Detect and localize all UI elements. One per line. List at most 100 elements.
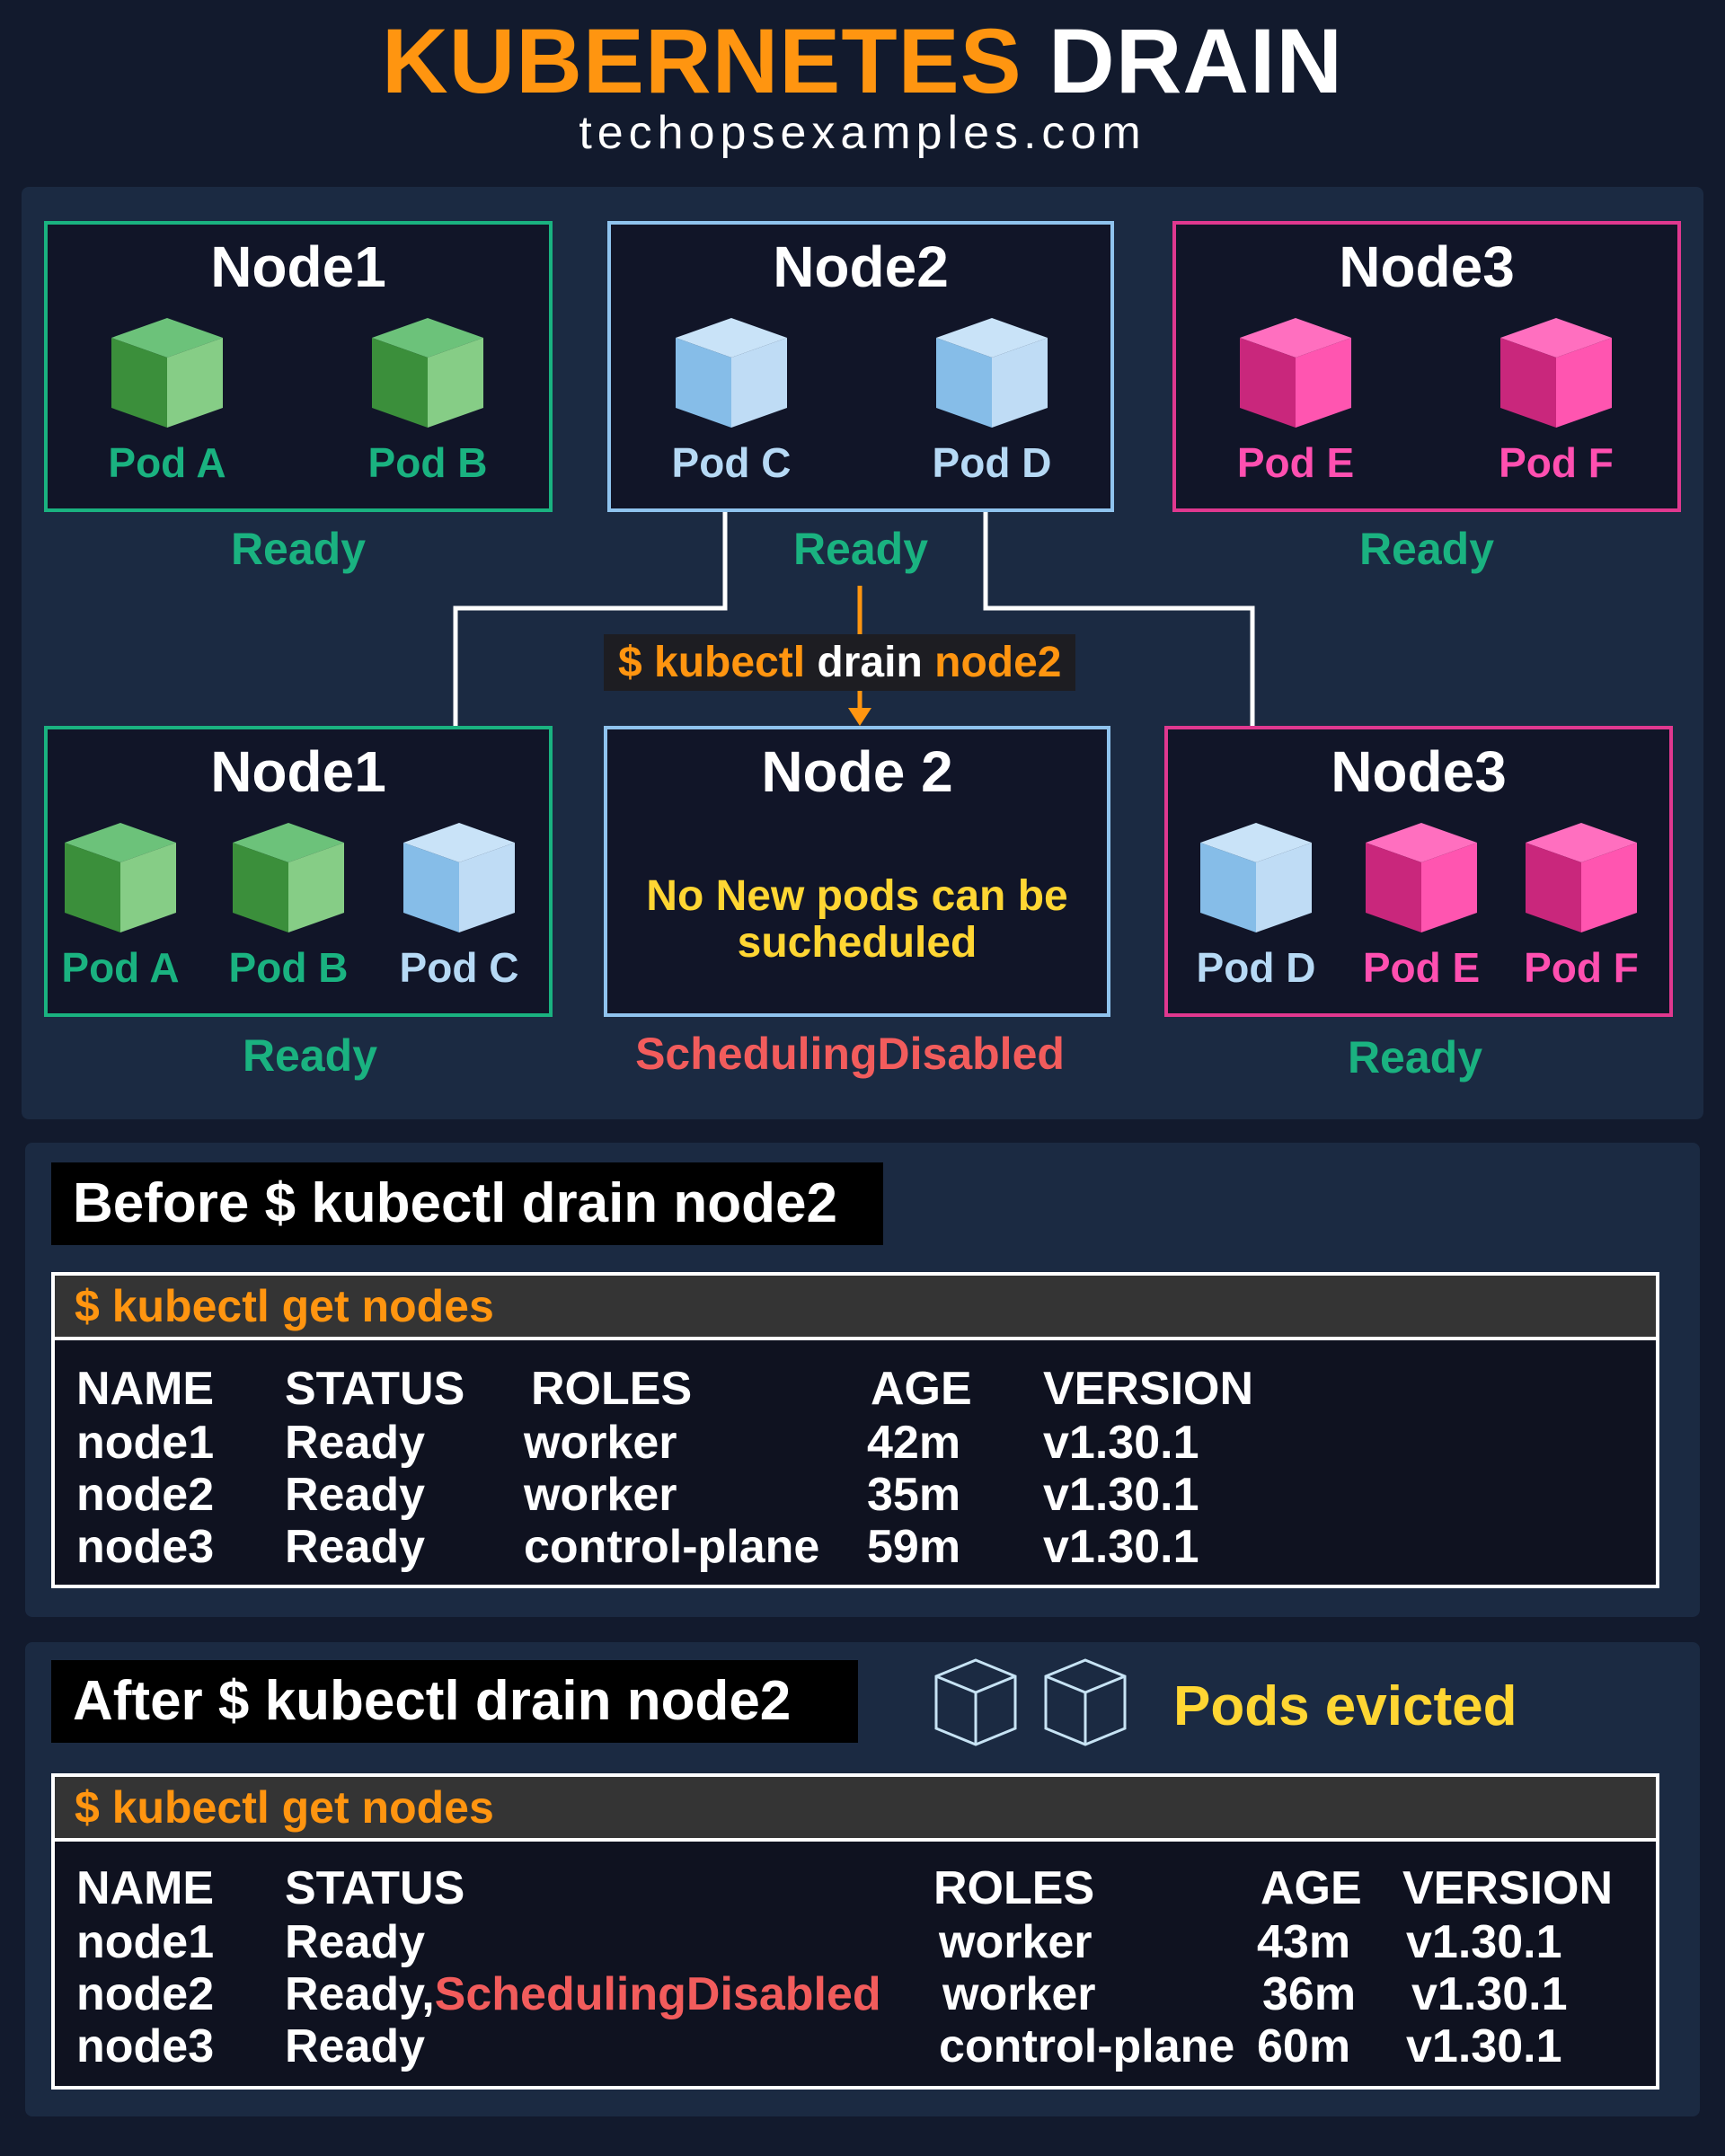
drain-command: $ kubectl drain node2 — [604, 634, 1076, 691]
pod-a: Pod A — [95, 314, 239, 487]
top-node-1: Node1 Pod A Pod B — [44, 221, 553, 512]
table-cell: control-plane — [524, 1521, 820, 1573]
pod-b: Pod B — [217, 819, 360, 992]
bottom-node-1: Node1 Pod A Pod B Pod C — [44, 726, 553, 1017]
table-cell: 43m — [1257, 1916, 1351, 1968]
pod-label: Pod C — [399, 944, 519, 991]
cube-icon — [1366, 823, 1477, 932]
bottom-node-2: Node 2 No New pods can be sucheduled — [604, 726, 1110, 1017]
status-ready: Ready — [285, 2020, 426, 2072]
pod-e: Pod E — [1349, 819, 1493, 992]
command-target: node2 — [934, 639, 1062, 686]
top-node-1-status: Ready — [230, 524, 367, 574]
before-command: $ kubectl get nodes — [55, 1276, 1656, 1340]
column-header: STATUS — [285, 1862, 465, 1914]
column-header: NAME — [76, 1363, 215, 1415]
status-ready: Ready — [285, 1916, 426, 1968]
node-title: Node3 — [1339, 234, 1515, 299]
pod-label: Pod B — [228, 944, 349, 991]
before-terminal: $ kubectl get nodes NAME STATUS ROLES AG… — [51, 1272, 1659, 1588]
title-drain: DRAIN — [1048, 10, 1344, 112]
table-cell: 59m — [867, 1521, 961, 1573]
table-cell: Ready — [285, 1915, 425, 1969]
cube-icon — [936, 318, 1048, 428]
column-header: ROLES — [531, 1363, 693, 1415]
pod-c: Pod C — [387, 819, 531, 992]
page-title: KUBERNETES DRAIN — [0, 11, 1725, 111]
column-header: NAME — [76, 1862, 215, 1914]
after-terminal: $ kubectl get nodes NAME STATUS ROLES AG… — [51, 1773, 1659, 2090]
table-cell: 35m — [867, 1469, 961, 1521]
cube-icon — [676, 318, 787, 428]
pod-a: Pod A — [49, 819, 192, 992]
pod-label: Pod D — [1196, 944, 1316, 991]
command-verb: drain — [817, 639, 923, 686]
column-header: VERSION — [1043, 1363, 1254, 1415]
pod-f: Pod F — [1509, 819, 1653, 992]
column-header: VERSION — [1402, 1862, 1614, 1914]
pod-f: Pod F — [1484, 314, 1628, 487]
table-cell: worker — [524, 1469, 677, 1521]
node-title: Node1 — [210, 739, 386, 804]
evicted-cubes — [934, 1658, 1127, 1746]
table-cell: node3 — [76, 1521, 215, 1573]
pods-evicted-label: Pods evicted — [1173, 1675, 1517, 1737]
top-node-3-status: Ready — [1358, 524, 1495, 574]
table-cell: Ready — [285, 1469, 426, 1521]
arrow-pod-d — [983, 508, 1255, 808]
table-cell: v1.30.1 — [1406, 2020, 1562, 2072]
pod-e: Pod E — [1224, 314, 1367, 487]
outline-cube-icon — [934, 1658, 1017, 1746]
column-header: AGE — [871, 1363, 972, 1415]
table-cell: Ready — [285, 1417, 426, 1469]
bottom-node-3-status: Ready — [1347, 1032, 1483, 1082]
before-title: Before $ kubectl drain node2 — [51, 1162, 883, 1245]
message-line-2: sucheduled — [737, 919, 978, 967]
column-header: ROLES — [933, 1862, 1095, 1914]
table-cell: 42m — [867, 1417, 961, 1469]
pod-label: Pod A — [108, 439, 226, 486]
bottom-node-3: Node3 Pod D Pod E Pod F — [1164, 726, 1673, 1017]
cube-icon — [111, 318, 223, 428]
table-cell: v1.30.1 — [1043, 1469, 1199, 1521]
pod-label: Pod A — [61, 944, 180, 991]
outline-cube-icon — [1044, 1658, 1127, 1746]
pod-c: Pod C — [659, 314, 803, 487]
pod-label: Pod E — [1236, 439, 1355, 486]
cube-icon — [372, 318, 483, 428]
table-cell: worker — [942, 1968, 1096, 2020]
table-cell: Ready — [285, 2019, 425, 2073]
status-ready: Ready, — [285, 1968, 435, 2020]
table-cell: 60m — [1257, 2020, 1351, 2072]
node-title: Node1 — [210, 234, 386, 299]
pod-label: Pod D — [932, 439, 1052, 486]
node-title: Node 2 — [761, 739, 953, 804]
top-node-3: Node3 Pod E Pod F — [1172, 221, 1681, 512]
pod-label: Pod F — [1499, 439, 1614, 486]
arrow-icon — [848, 708, 871, 726]
top-node-2-status: Ready — [792, 524, 929, 574]
cube-icon — [1526, 823, 1637, 932]
node-title: Node3 — [1331, 739, 1507, 804]
table-cell: node1 — [76, 1417, 215, 1469]
cube-icon — [1240, 318, 1351, 428]
table-cell: node3 — [76, 2020, 215, 2072]
top-node-2: Node2 Pod C Pod D — [607, 221, 1114, 512]
pod-d: Pod D — [920, 314, 1064, 487]
pod-label: Pod C — [671, 439, 792, 486]
pod-b: Pod B — [356, 314, 500, 487]
pod-label: Pod E — [1362, 944, 1481, 991]
bottom-node-1-status: Ready — [242, 1030, 378, 1081]
table-cell: node1 — [76, 1916, 215, 1968]
table-cell: v1.30.1 — [1406, 1916, 1562, 1968]
message-line-1: No New pods can be — [646, 872, 1068, 920]
after-title: After $ kubectl drain node2 — [51, 1660, 858, 1743]
table-cell: Ready,SchedulingDisabled — [285, 1967, 881, 2021]
arrow-pod-c — [453, 508, 728, 808]
table-cell: worker — [939, 1916, 1092, 1968]
cube-icon — [403, 823, 515, 932]
table-cell: v1.30.1 — [1411, 1968, 1568, 2020]
page-subtitle: techopsexamples.com — [579, 107, 1146, 159]
title-kubernetes: KUBERNETES — [381, 10, 1022, 112]
cube-icon — [1200, 823, 1312, 932]
